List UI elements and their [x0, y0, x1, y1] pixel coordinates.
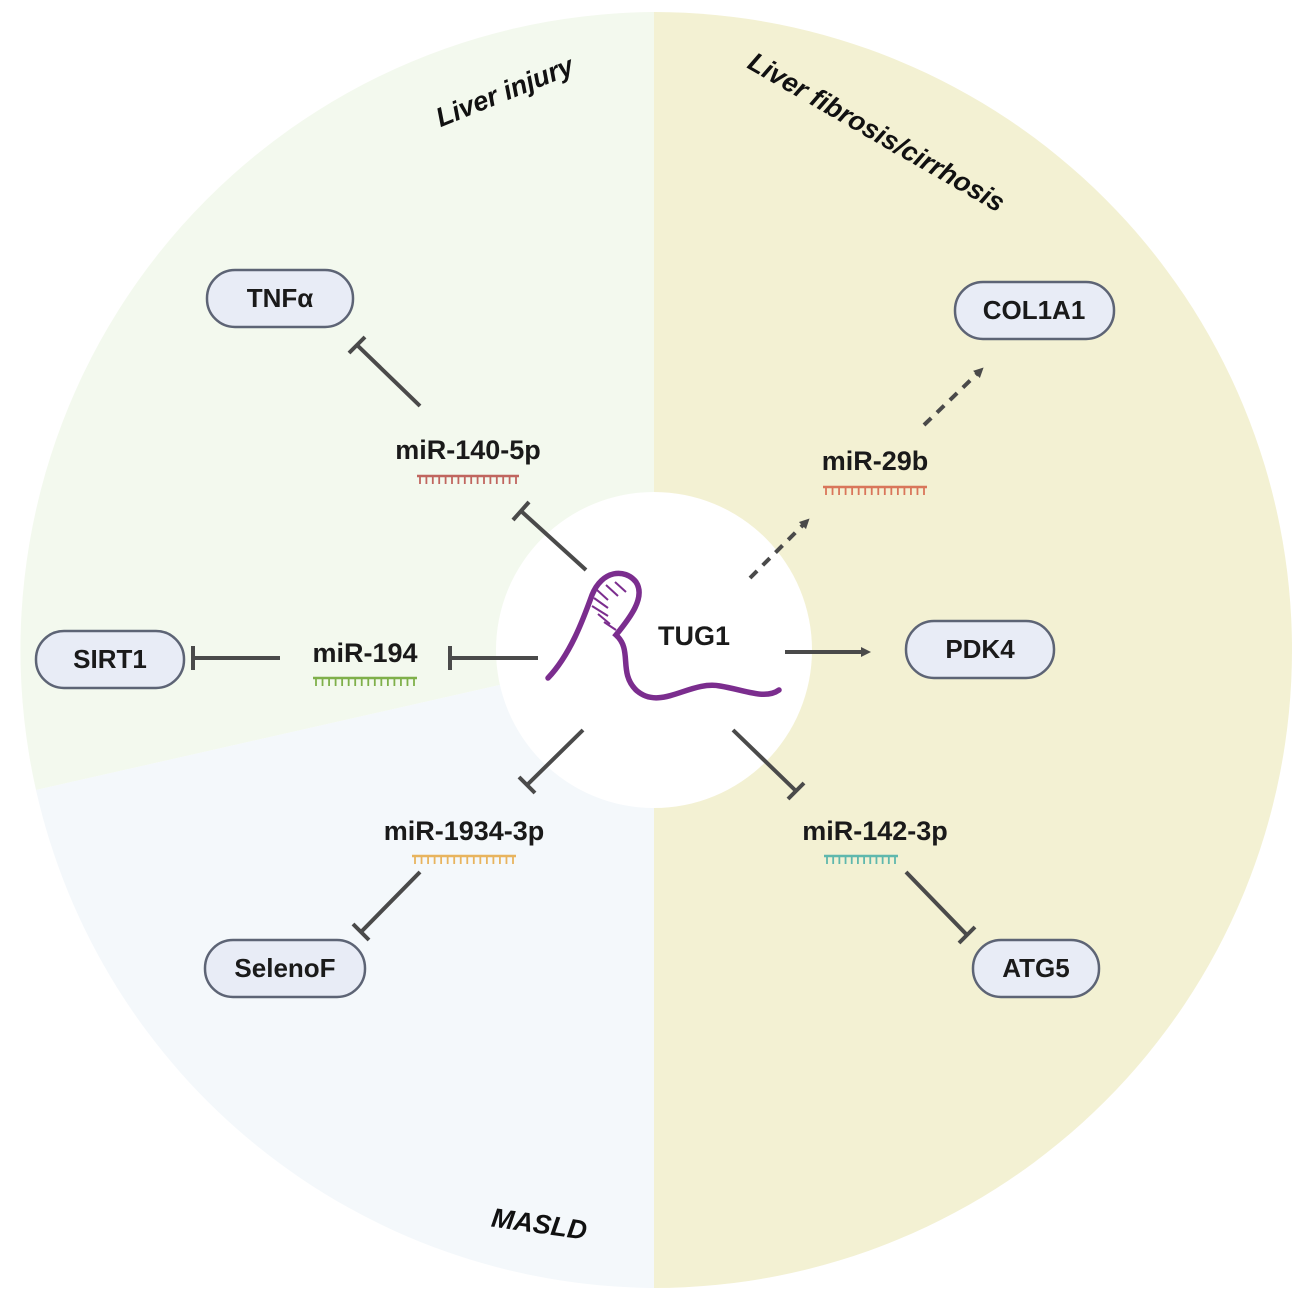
tug1-rna-icon	[545, 570, 782, 701]
mirna-glyph-mir-194	[313, 676, 417, 686]
gene-box-pdk4: PDK4	[904, 619, 1056, 680]
gene-box-tnfa: TNFα	[205, 268, 355, 329]
gene-label-atg5: ATG5	[1002, 953, 1069, 983]
gene-label-tnfa: TNFα	[247, 283, 314, 313]
mirna-label-mir-194: miR-194	[312, 638, 417, 668]
gene-label-col1a1: COL1A1	[983, 295, 1086, 325]
gene-label-pdk4: PDK4	[945, 634, 1015, 664]
edge-tug1-to-mir-140-5p	[511, 500, 588, 572]
mirna-label-mir-142-3p: miR-142-3p	[802, 816, 948, 846]
mirna-label-mir-140-5p: miR-140-5p	[395, 435, 541, 465]
edge-mir-142-3p-to-atg5	[904, 870, 977, 945]
gene-box-atg5: ATG5	[971, 938, 1101, 999]
mirna-glyph-mir-1934-3p	[412, 854, 516, 864]
edge-tug1-to-mir-1934-3p	[517, 728, 585, 795]
tug1-label: TUG1	[658, 621, 730, 651]
edge-mir-194-to-sirt1	[191, 646, 280, 670]
gene-box-selenof: SelenoF	[203, 938, 367, 999]
mirna-glyph-mir-142-3p	[824, 854, 898, 864]
gene-label-sirt1: SIRT1	[73, 644, 147, 674]
edge-tug1-to-mir-142-3p	[731, 728, 806, 801]
edge-tug1-to-mir-194	[448, 646, 538, 670]
gene-box-sirt1: SIRT1	[34, 629, 186, 690]
edge-tug1-to-mir-29b	[748, 518, 810, 580]
edge-mir-140-5p-to-tnfa	[347, 335, 422, 408]
mirna-glyph-mir-29b	[823, 485, 927, 495]
sector-liver-injury	[20, 12, 655, 790]
edge-mir-29b-to-col1a1	[922, 367, 984, 427]
gene-box-col1a1: COL1A1	[953, 280, 1116, 341]
mirna-label-mir-1934-3p: miR-1934-3p	[384, 816, 545, 846]
mirna-label-mir-29b: miR-29b	[822, 446, 929, 476]
gene-label-selenof: SelenoF	[234, 953, 335, 983]
edge-mir-1934-3p-to-selenof	[351, 870, 422, 942]
mirna-glyph-mir-140-5p	[417, 474, 519, 484]
center-circle	[496, 492, 812, 808]
